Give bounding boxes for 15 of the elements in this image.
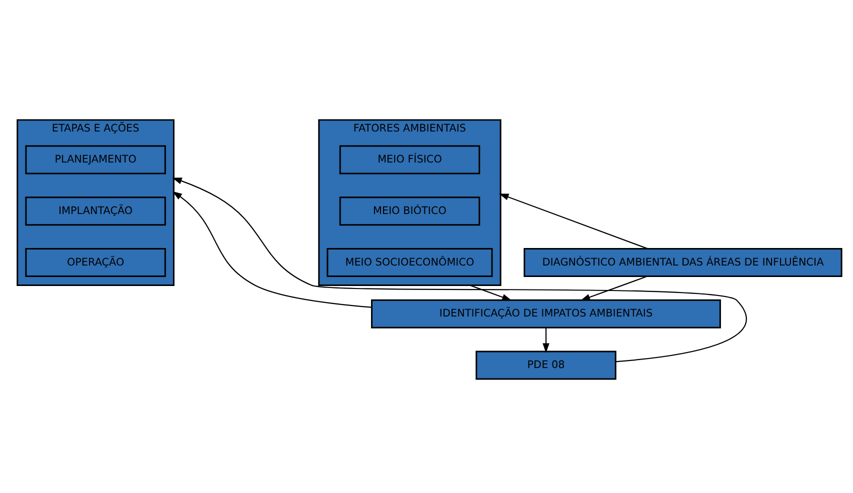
node-box: MEIO SOCIOECONÔMICO (326, 248, 493, 278)
node-box: MEIO FÍSICO (339, 145, 480, 174)
arrow (470, 284, 512, 301)
node-box: PLANEJAMENTO (25, 145, 166, 174)
arrow (499, 194, 648, 250)
node-box: IDENTIFICAÇÃO DE IMPATOS AMBIENTAIS (371, 299, 721, 328)
arrow (172, 178, 747, 362)
arrow (580, 276, 648, 301)
node-box: DIAGNÓSTICO AMBIENTAL DAS ÁREAS DE INFLUÊNCIA (524, 248, 842, 278)
arrow (172, 191, 372, 308)
node-box: MEIO BIÓTICO (339, 196, 480, 226)
node-box: PDE 08 (476, 350, 616, 380)
arrow (542, 328, 550, 353)
node-box: OPERAÇÃO (25, 248, 166, 278)
node-box: IMPLANTAÇÃO (25, 196, 166, 226)
